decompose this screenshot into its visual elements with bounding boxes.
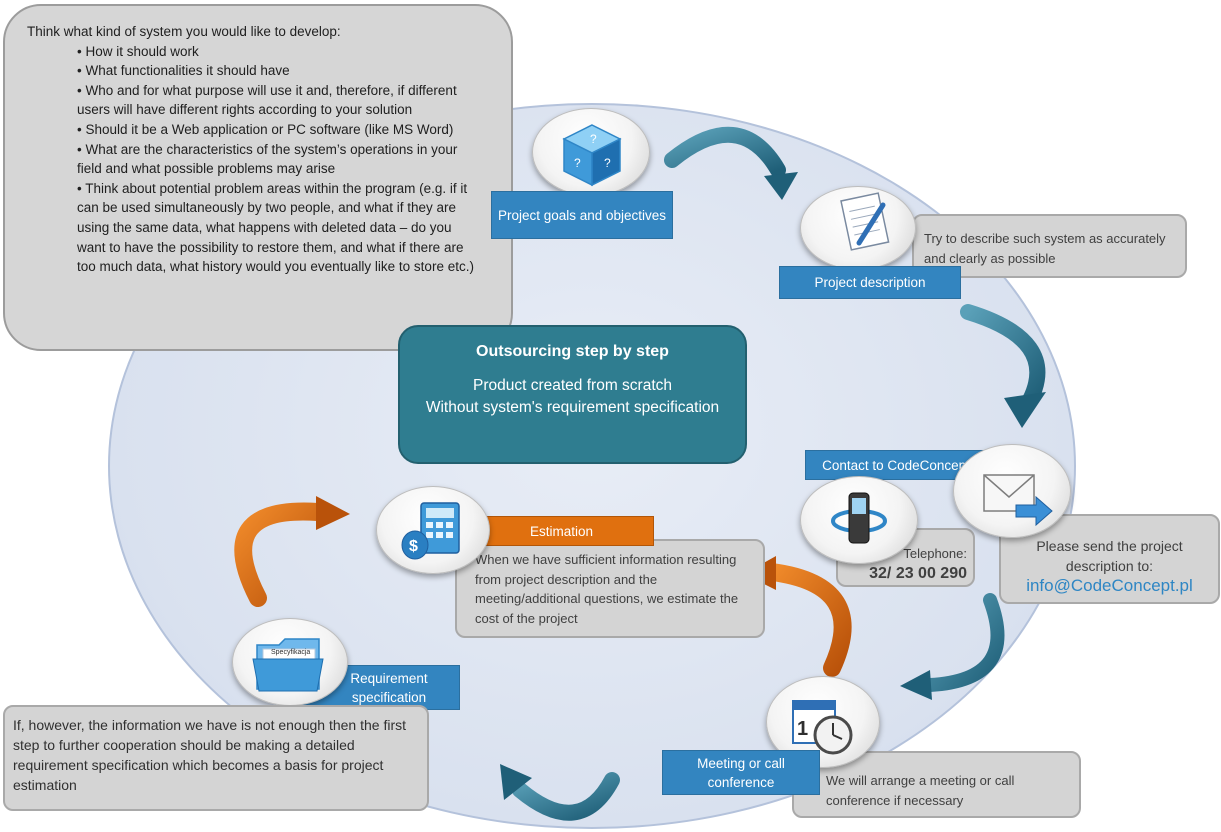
goals-icon-circle: ? ? ?: [532, 108, 650, 196]
estimation-note-box: When we have sufficient information resu…: [455, 539, 765, 638]
estimation-note: When we have sufficient information resu…: [475, 552, 739, 626]
list-item: Think about potential problem areas with…: [77, 179, 479, 277]
folder-label: Specyfikacja: [271, 649, 310, 656]
mail-icon-circle: [953, 444, 1071, 538]
cube-icon: ? ? ?: [562, 124, 622, 187]
estimation-icon-circle: $: [376, 486, 490, 574]
telephone-number: 32/ 23 00 290: [869, 564, 967, 582]
list-item: Who and for what purpose will use it and…: [77, 81, 479, 120]
list-item: How it should work: [77, 42, 479, 62]
step-estimation-label: Estimation: [469, 516, 654, 546]
center-subtitle: Product created from scratch Without sys…: [400, 375, 745, 419]
calendar-clock-icon: 1: [792, 700, 853, 755]
svg-text:?: ?: [590, 132, 597, 146]
svg-text:1: 1: [797, 718, 808, 740]
telephone-label: Telephone:: [903, 546, 967, 561]
description-note: Try to describe such system as accuratel…: [924, 231, 1166, 266]
list-item: What functionalities it should have: [77, 61, 479, 81]
system-planning-list: How it should work What functionalities …: [27, 42, 491, 277]
email-link[interactable]: info@CodeConcept.pl: [1026, 576, 1193, 595]
calculator-money-icon: $: [401, 502, 460, 560]
meeting-note: We will arrange a meeting or call confer…: [826, 773, 1015, 808]
center-title: Outsourcing step by step: [476, 343, 669, 360]
phone-icon-circle: [800, 476, 918, 564]
list-item: What are the characteristics of the syst…: [77, 140, 479, 179]
arrow-goals-to-description: [664, 126, 798, 200]
requirement-note-box: If, however, the information we have is …: [3, 705, 429, 811]
step-contact-label: Contact to CodeConcept: [805, 450, 987, 480]
system-planning-box: Think what kind of system you would like…: [3, 4, 513, 351]
arrow-contact-to-meeting: [900, 593, 1005, 700]
arrow-requirement-to-estimation: [234, 496, 350, 607]
center-line-1: Product created from scratch: [473, 377, 672, 394]
email-instruction: Please send the project description to:: [1036, 538, 1183, 574]
step-goals-label: Project goals and objectives: [491, 191, 673, 239]
arrow-meeting-to-requirement: [500, 764, 620, 821]
notepad-pen-icon: [840, 192, 890, 251]
list-item: Should it be a Web application or PC sof…: [77, 120, 479, 140]
svg-text:?: ?: [574, 156, 581, 170]
step-description-label: Project description: [779, 266, 961, 299]
description-icon-circle: [800, 186, 916, 270]
arrow-description-to-contact: [960, 304, 1046, 428]
description-note-box: Try to describe such system as accuratel…: [912, 214, 1187, 278]
svg-text:?: ?: [604, 156, 611, 170]
envelope-icon: [983, 474, 1053, 527]
meeting-note-box: We will arrange a meeting or call confer…: [792, 751, 1081, 818]
step-meeting-label: Meeting or call conference: [662, 750, 820, 795]
mobile-phone-icon: [831, 492, 887, 544]
center-line-2: Without system's requirement specificati…: [425, 399, 720, 416]
requirement-icon-circle: Specyfikacja: [232, 618, 348, 706]
center-title-box: Outsourcing step by step Product created…: [398, 325, 747, 464]
svg-text:$: $: [409, 538, 418, 555]
requirement-note: If, however, the information we have is …: [13, 717, 407, 793]
system-planning-intro: Think what kind of system you would like…: [27, 24, 341, 39]
folder-icon: Specyfikacja: [252, 638, 324, 692]
email-box: Please send the project description to: …: [999, 514, 1220, 604]
